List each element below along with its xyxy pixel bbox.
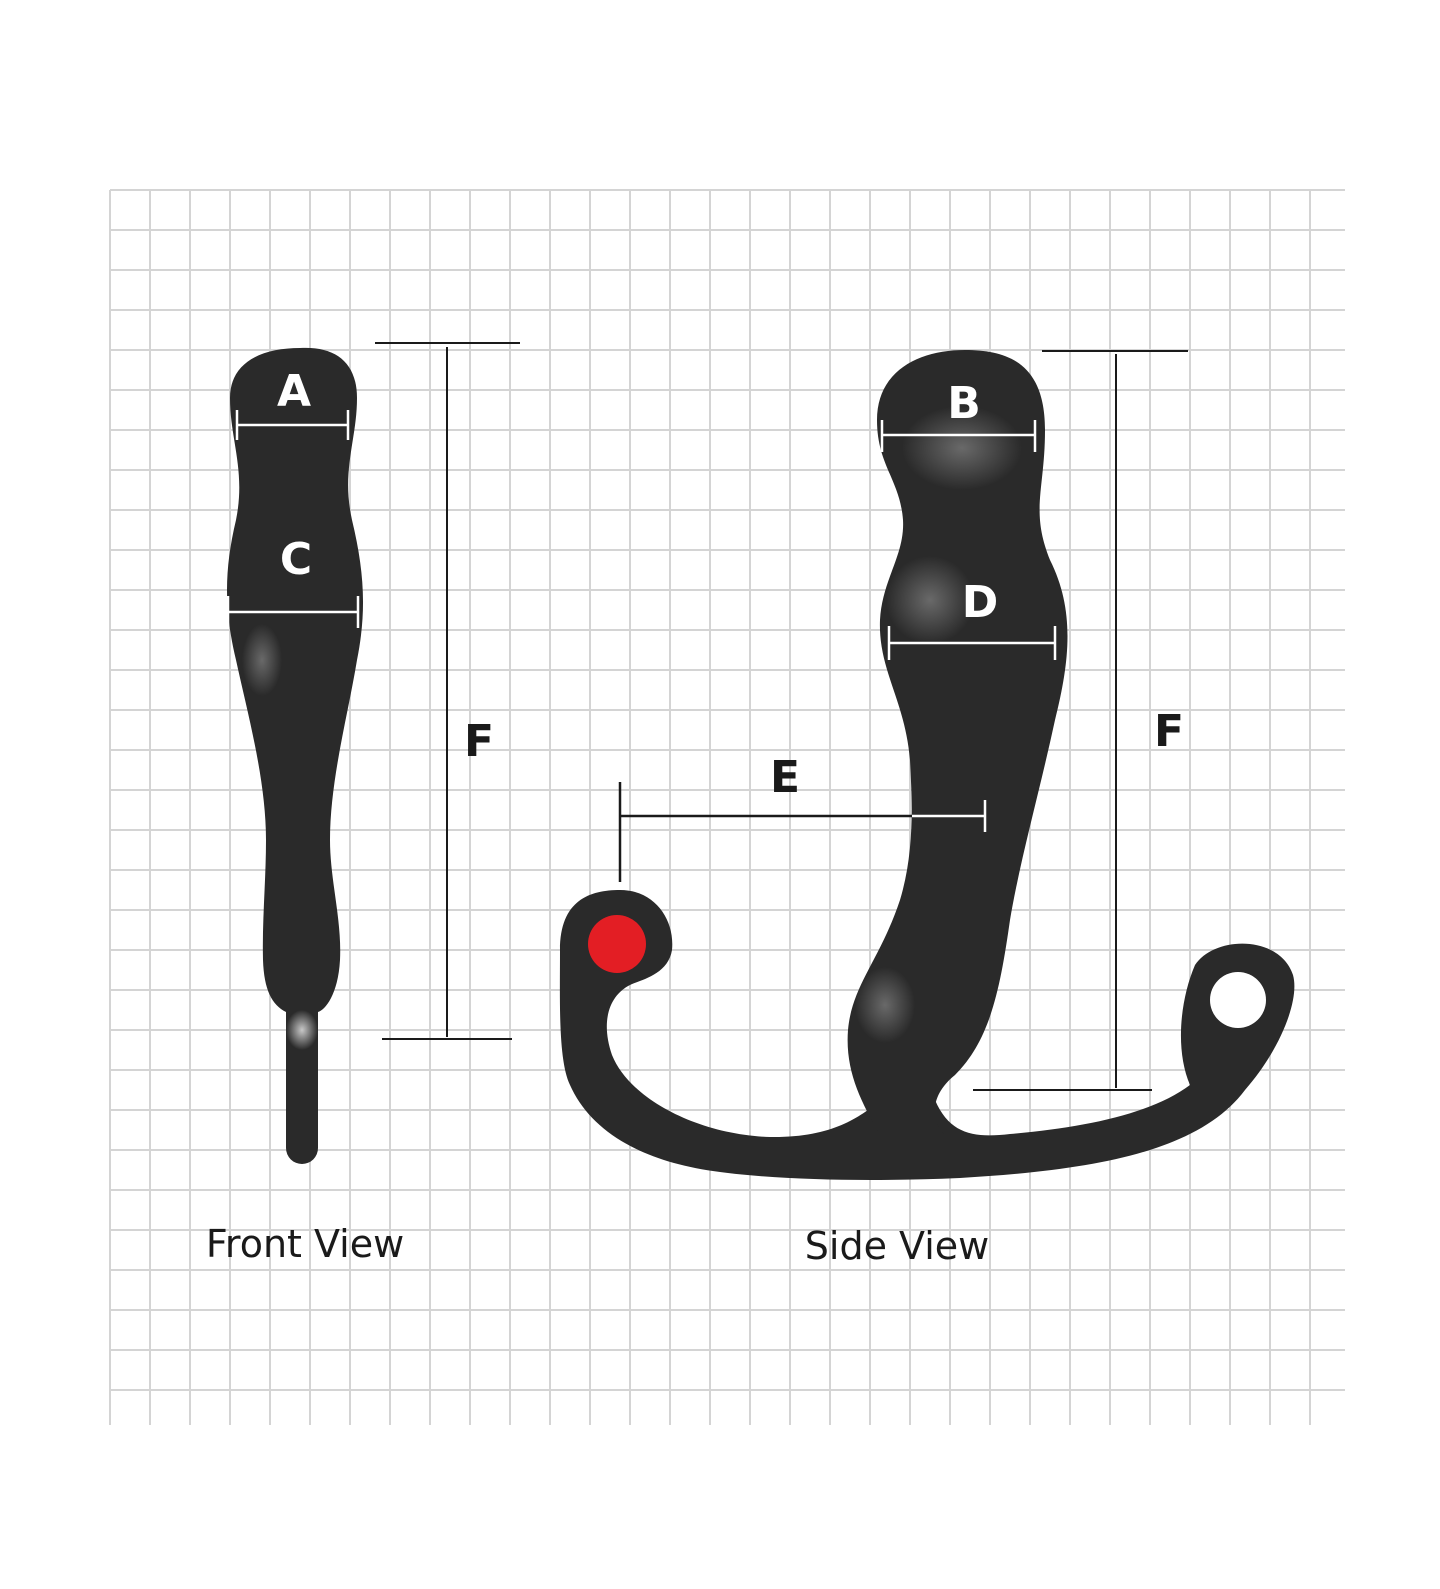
front-view-highlight [242, 624, 282, 696]
dimension-f-side [973, 350, 1188, 1091]
dimension-f-front [375, 342, 520, 1040]
side-view-highlight-bulb [855, 967, 915, 1043]
front-view-stem-highlight [286, 1010, 318, 1050]
front-view: A C F Front View [206, 342, 520, 1266]
dimension-c-label: C [280, 534, 312, 585]
dimension-f-front-label: F [464, 716, 494, 767]
side-view-caption: Side View [805, 1224, 989, 1268]
dimension-a [235, 410, 350, 440]
side-view: B D E F Side View [559, 350, 1295, 1268]
side-view-red-marker [588, 915, 646, 973]
side-view-ring-hole [1210, 972, 1266, 1028]
side-view-body [847, 350, 1068, 1135]
dimension-b [880, 420, 1037, 452]
dimension-a-label: A [277, 366, 311, 417]
side-view-highlight-mid [886, 556, 974, 644]
dimension-c [226, 596, 360, 628]
dimension-f-side-label: F [1154, 706, 1184, 757]
dimension-e-label: E [770, 752, 800, 803]
dimension-d-label: D [962, 577, 999, 628]
front-view-caption: Front View [206, 1222, 404, 1266]
side-view-highlight-top [902, 406, 1022, 490]
dimension-b-label: B [947, 378, 981, 429]
front-view-body [227, 347, 364, 1012]
dimension-d [887, 626, 1057, 660]
dimension-e [618, 782, 987, 882]
